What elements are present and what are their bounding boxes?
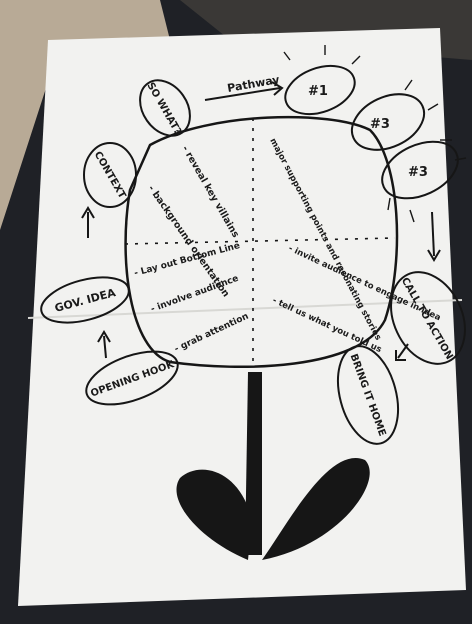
leaf-left bbox=[176, 469, 252, 560]
context-oval bbox=[83, 142, 137, 208]
call-to-action-oval bbox=[390, 271, 466, 365]
opening-hook-oval bbox=[85, 350, 179, 406]
point-1-text: #1 bbox=[308, 84, 328, 99]
flower-head bbox=[124, 115, 399, 369]
point-2-oval bbox=[350, 93, 426, 151]
flower-stem bbox=[245, 372, 262, 555]
so-what-oval bbox=[139, 79, 191, 137]
pathway-arrow bbox=[204, 81, 284, 101]
leaf-right bbox=[262, 458, 370, 560]
point-3-text: #3 bbox=[408, 165, 428, 180]
point-2-text: #3 bbox=[370, 117, 390, 132]
point-1-oval bbox=[284, 64, 356, 116]
bring-it-home-oval bbox=[337, 345, 399, 445]
gov-idea-oval bbox=[40, 276, 130, 324]
flow-arrows bbox=[81, 206, 441, 361]
ray-marks bbox=[283, 45, 467, 223]
point-3-oval bbox=[381, 140, 459, 200]
